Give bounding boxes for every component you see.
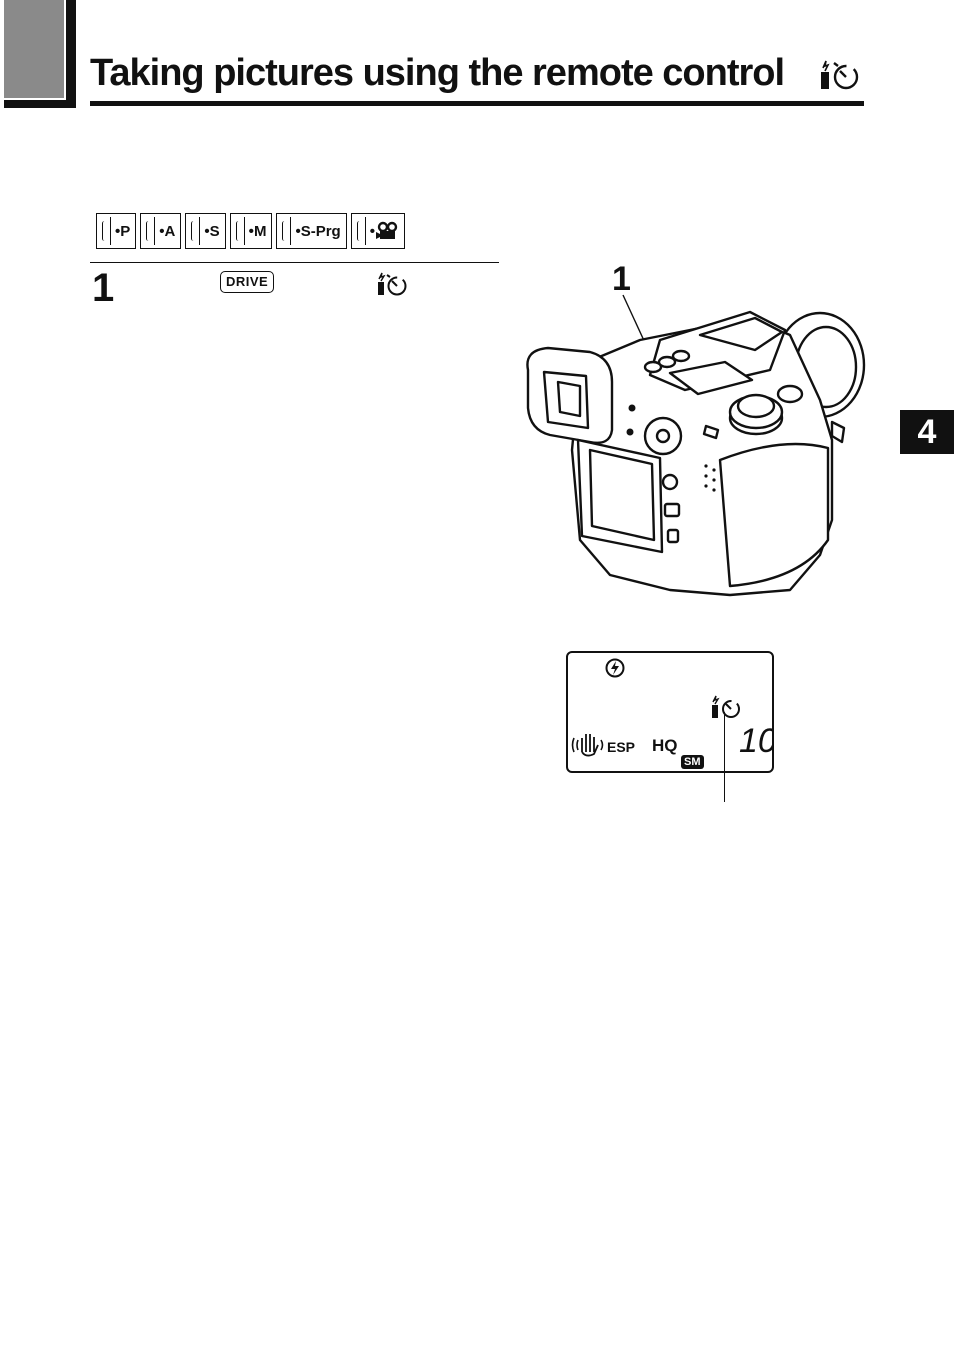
step-number: 1 <box>92 266 115 310</box>
camera-illustration <box>526 294 866 597</box>
lcd-size-badge: SM <box>681 755 704 769</box>
hand-metering-icon <box>571 734 604 757</box>
mode-label: S <box>209 222 220 240</box>
corner-tab-base <box>4 100 76 108</box>
remote-self-timer-icon <box>712 695 740 718</box>
page-title: Taking pictures using the remote control <box>90 52 785 94</box>
step-rule <box>90 262 499 264</box>
remote-self-timer-icon <box>378 272 407 296</box>
mode-s: •S <box>185 213 226 249</box>
mode-dial-row: •P •A •S •M •S-Prg • <box>96 213 405 249</box>
mode-label: M <box>253 222 267 240</box>
lcd-frame-count: 10 <box>739 722 772 756</box>
control-panel-lcd <box>566 651 774 773</box>
remote-self-timer-icon <box>821 60 859 90</box>
mode-p: •P <box>96 213 137 249</box>
mode-label: A <box>164 222 176 240</box>
mode-a: •A <box>140 213 182 249</box>
flash-off-icon <box>605 658 625 678</box>
mode-m: •M <box>229 213 273 249</box>
mode-label: P <box>120 222 131 240</box>
corner-tab <box>0 0 78 108</box>
mode-s-prg: •S-Prg <box>276 213 347 249</box>
movie-camera-icon <box>375 221 398 239</box>
lcd-metering-label: ESP <box>607 739 636 755</box>
mode-movie: • <box>350 213 405 249</box>
corner-tab-gray <box>4 0 64 98</box>
title-underline <box>90 101 864 106</box>
mode-label: S-Prg <box>300 222 341 240</box>
lcd-quality-label: HQ <box>652 736 678 755</box>
camera-callout-number: 1 <box>612 260 631 298</box>
drive-button-label: DRIVE <box>220 271 275 293</box>
corner-tab-edge <box>66 0 76 108</box>
lcd-leader-line <box>724 712 726 802</box>
chapter-tab: 4 <box>900 410 954 454</box>
lcd-frame-count-text: 10 <box>739 722 772 756</box>
